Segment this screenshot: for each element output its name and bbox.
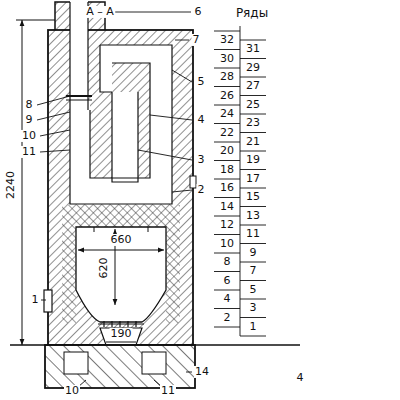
row-number: 28 (219, 71, 235, 83)
row-number: 21 (245, 135, 261, 147)
stove-body (48, 2, 193, 345)
dimension: 2240 (5, 170, 17, 200)
row-number: 1 (249, 320, 258, 332)
callout-number: 4 (296, 372, 305, 384)
row-number: 13 (245, 209, 261, 221)
cleanout-door (190, 176, 196, 188)
row-number: 30 (219, 52, 235, 64)
leader-lines (37, 12, 192, 387)
row-number: 26 (219, 89, 235, 101)
channel-outlines (66, 2, 172, 204)
callout-number: 1 (31, 294, 40, 306)
row-table (214, 26, 266, 336)
section-mark: А – А (85, 6, 115, 18)
callout-number: 7 (192, 34, 201, 46)
foundation-opening (64, 352, 88, 374)
row-number: 16 (219, 182, 235, 194)
smoke-channels (70, 0, 172, 204)
row-number: 24 (219, 108, 235, 120)
row-number: 8 (223, 256, 232, 268)
dimension-lines (10, 20, 300, 345)
dimension: 190 (110, 328, 133, 340)
row-number: 5 (249, 283, 258, 295)
row-number: 4 (223, 293, 232, 305)
row-number: 19 (245, 154, 261, 166)
row-number: 10 (219, 237, 235, 249)
callout-number: 5 (197, 76, 206, 88)
row-number: 12 (219, 219, 235, 231)
callout-number: 6 (194, 6, 203, 18)
row-number: 29 (245, 61, 261, 73)
callout-number: 10 (64, 385, 80, 397)
row-number: 17 (245, 172, 261, 184)
ash-pit (100, 328, 142, 345)
callout-number: 3 (197, 154, 206, 166)
callout-number: 14 (194, 366, 210, 378)
row-number: 27 (245, 80, 261, 92)
row-number: 14 (219, 200, 235, 212)
foundation (45, 345, 195, 388)
dimension: 620 (98, 257, 110, 280)
row-number: 31 (245, 43, 261, 55)
callout-number: 10 (21, 130, 37, 142)
row-number: 22 (219, 126, 235, 138)
grate (98, 321, 144, 327)
firebox (76, 227, 166, 322)
callout-number: 8 (25, 99, 34, 111)
fire-door (44, 290, 52, 312)
row-number: 3 (249, 302, 258, 314)
row-number: 15 (245, 191, 261, 203)
callout-number: 2 (197, 184, 206, 196)
row-number: 7 (249, 265, 258, 277)
foundation-opening (142, 352, 166, 374)
row-number: 20 (219, 145, 235, 157)
row-number: 32 (219, 34, 235, 46)
row-number: 18 (219, 163, 235, 175)
callout-number: 11 (160, 385, 176, 397)
row-number: 23 (245, 117, 261, 129)
row-number: 11 (245, 228, 261, 240)
table-heading: Ряды (235, 7, 269, 20)
row-number: 25 (245, 98, 261, 110)
callout-number: 4 (197, 114, 206, 126)
callout-number: 11 (21, 146, 37, 158)
row-number: 9 (249, 246, 258, 258)
row-number: 2 (223, 311, 232, 323)
callout-number: 9 (25, 114, 34, 126)
row-number: 6 (223, 274, 232, 286)
dimension: 660 (110, 234, 133, 246)
